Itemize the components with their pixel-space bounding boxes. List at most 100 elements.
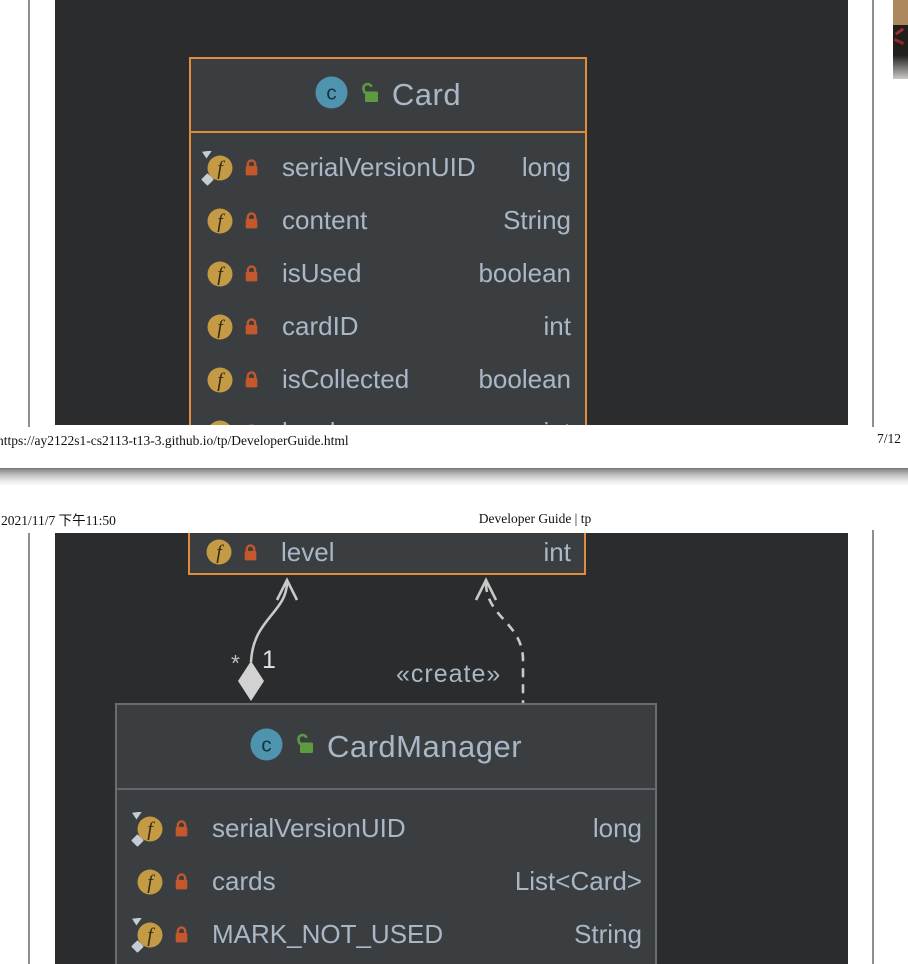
svg-text:f: f: [147, 924, 155, 946]
field-icon: f: [206, 539, 232, 565]
field-icon: f: [207, 420, 233, 425]
svg-text:f: f: [217, 263, 225, 285]
multiplicity-one-label: 1: [262, 646, 276, 674]
field-icon: f: [207, 314, 233, 340]
create-stereotype-label: «create»: [396, 660, 502, 688]
field-type: int: [543, 311, 571, 341]
static-flag-mark: [202, 150, 212, 159]
field-row: f cards List<Card>: [117, 855, 655, 908]
svg-text:f: f: [216, 542, 224, 564]
private-lock-icon: [173, 819, 190, 838]
card-fields-section: f serialVersionUID long f content String f isUs…: [191, 133, 585, 425]
private-lock-icon: [173, 872, 190, 891]
field-name: isUsed: [282, 258, 362, 288]
field-name: isCollected: [282, 364, 410, 394]
static-field-icon: f: [131, 917, 163, 953]
field-row: f serialVersionUID long: [191, 141, 585, 194]
composition-arrowhead: [275, 577, 299, 601]
card-class-box-continued: f level int: [188, 533, 586, 575]
static-flag-mark: [132, 811, 142, 820]
card-class-header: c Card: [191, 59, 585, 133]
field-name: serialVersionUID: [282, 152, 476, 182]
field-name: cardID: [282, 311, 359, 341]
field-row: f isCollected boolean: [191, 353, 585, 406]
static-field-icon: f: [201, 150, 233, 186]
page-separator: [0, 468, 908, 486]
footer-page-number: 7/12: [876, 431, 901, 446]
class-c-icon: c: [250, 727, 283, 766]
field-name: serialVersionUID: [212, 813, 406, 843]
field-name: content: [282, 205, 368, 235]
field-icon: f: [137, 869, 163, 895]
cardmanager-class-box: c CardManager f serialVersionUID long f card…: [115, 703, 657, 964]
svg-text:f: f: [217, 369, 225, 391]
field-row: f isUsed boolean: [191, 247, 585, 300]
svg-text:f: f: [217, 157, 225, 179]
svg-text:f: f: [147, 871, 155, 893]
private-lock-icon: [242, 543, 259, 562]
card-fields-continued: f level int: [190, 533, 584, 573]
card-class-box: c Card f serialVersionUID long f content Stri…: [189, 57, 587, 425]
private-lock-icon: [243, 211, 260, 230]
public-open-lock-icon: [358, 81, 382, 110]
field-row: f cardID int: [191, 300, 585, 353]
private-lock-icon: [243, 264, 260, 283]
field-type: int: [543, 536, 571, 567]
field-type: long: [592, 813, 642, 843]
composition-diamond: [238, 661, 264, 701]
page2-left-edge: [28, 533, 30, 964]
field-type: long: [521, 152, 571, 182]
cardmanager-class-header: c CardManager: [117, 705, 655, 790]
multiplicity-star-label: *: [231, 650, 240, 676]
field-name: level: [281, 536, 335, 567]
relationship-arrows: [238, 577, 525, 704]
private-lock-icon: [243, 158, 260, 177]
adjacent-page-image-fragment: [893, 0, 908, 90]
page1-left-edge: [28, 0, 30, 427]
svg-text:c: c: [326, 82, 336, 104]
composition-line: [249, 582, 289, 663]
field-type: boolean: [478, 258, 571, 288]
header-title: Developer Guide | tp: [478, 511, 592, 526]
field-name: level: [282, 417, 335, 425]
dependency-dashed-line: [484, 582, 525, 704]
field-row: f serialVersionUID long: [117, 802, 655, 855]
page2-right-edge: [872, 530, 874, 964]
private-lock-icon: [243, 370, 260, 389]
field-type: String: [574, 919, 642, 949]
svg-text:c: c: [261, 734, 271, 756]
svg-text:f: f: [217, 422, 225, 425]
class-name: CardManager: [326, 728, 523, 764]
image-fragment-fade: [893, 55, 908, 90]
svg-text:f: f: [217, 210, 225, 232]
private-lock-icon: [173, 925, 190, 944]
header-date: 2021/11/7 下午11:50: [1, 513, 116, 528]
field-type: List<Card>: [514, 866, 642, 896]
field-type: String: [503, 205, 571, 235]
field-type: boolean: [478, 364, 571, 394]
uml-diagram-card: c Card f serialVersionUID long f content Stri…: [55, 0, 848, 425]
svg-text:f: f: [147, 818, 155, 840]
field-row: f content String: [191, 194, 585, 247]
footer-url: https://ay2122s1-cs2113-t13-3.github.io/…: [0, 433, 349, 448]
page1-right-edge: [872, 0, 874, 427]
field-icon: f: [207, 367, 233, 393]
image-fragment-top: [893, 0, 908, 25]
class-name: Card: [391, 77, 462, 112]
field-icon: f: [207, 208, 233, 234]
public-open-lock-icon: [293, 732, 317, 761]
dependency-arrowhead: [474, 577, 498, 601]
field-icon: f: [207, 261, 233, 287]
field-row: f level int: [190, 533, 584, 573]
static-flag-mark: [132, 917, 142, 926]
private-lock-icon: [243, 317, 260, 336]
svg-text:f: f: [217, 316, 225, 338]
static-field-icon: f: [131, 811, 163, 847]
class-c-icon: c: [315, 76, 348, 114]
field-name: cards: [212, 866, 276, 896]
